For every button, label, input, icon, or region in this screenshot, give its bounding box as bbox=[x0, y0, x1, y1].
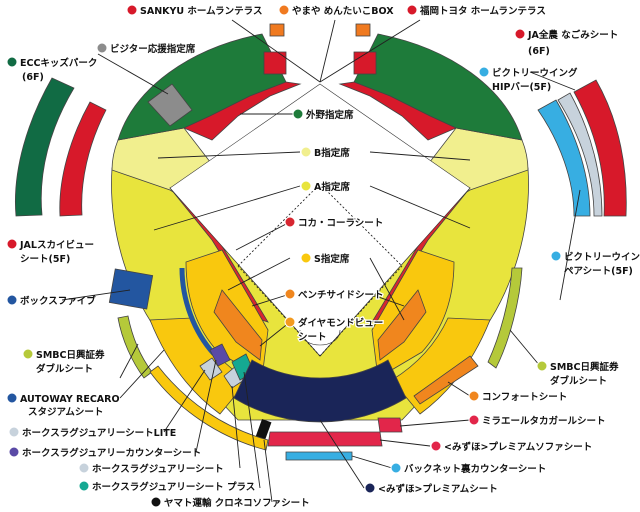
yamato-dot bbox=[150, 496, 162, 508]
s-seat-dot bbox=[300, 252, 312, 264]
ja-label-1: JA全農 なごみシート bbox=[527, 29, 618, 41]
ja-dot bbox=[514, 28, 526, 40]
jal-dot bbox=[6, 238, 18, 250]
victory-wing-pair-section[interactable] bbox=[557, 92, 603, 217]
luxury-counter-section[interactable] bbox=[209, 343, 231, 367]
a-seat-label: A指定席 bbox=[314, 181, 350, 193]
visitor-label: ビジター応援指定席 bbox=[110, 43, 196, 55]
smbc-right-dot bbox=[536, 360, 548, 372]
s-seat-label: S指定席 bbox=[314, 253, 350, 265]
smbc-left-dot bbox=[22, 348, 34, 360]
backnet-label: バックネット裏カウンターシート bbox=[404, 463, 546, 475]
comfort-label: コンフォートシート bbox=[482, 392, 567, 403]
smbc-double-right[interactable] bbox=[487, 267, 523, 369]
mizuho-premium-dot bbox=[364, 482, 376, 494]
smbc-right-label-1: SMBC日興証券 bbox=[550, 361, 619, 373]
visitor-dot bbox=[96, 42, 108, 54]
autoway-label-2: スタジアムシート bbox=[28, 406, 103, 418]
mizuho-premium-section[interactable] bbox=[233, 359, 407, 423]
backnet-dot bbox=[390, 462, 402, 474]
mizuho-premium-label: <みずほ>プレミアムシート bbox=[378, 483, 498, 495]
lower-right-s-band[interactable] bbox=[391, 317, 491, 415]
jal-skyview-section[interactable] bbox=[59, 101, 107, 217]
autoway-label-1: AUTOWAY RECARO bbox=[20, 394, 120, 405]
smbc-right-label-2: ダブルシート bbox=[550, 375, 607, 387]
yamato-label: ヤマト運輸 クロネコソファシート bbox=[164, 497, 310, 509]
visitor-section[interactable] bbox=[147, 83, 193, 127]
mizuho-sofa-label: <みずほ>プレミアムソファシート bbox=[444, 441, 592, 453]
yamaya-box-right[interactable] bbox=[355, 23, 371, 37]
victory-wing-hipbar-section[interactable] bbox=[537, 99, 591, 217]
outfield-inner-red-right[interactable] bbox=[338, 81, 457, 141]
luxury-plus-dot bbox=[78, 480, 90, 492]
victory-pair-label-1: ビクトリーウイング bbox=[564, 251, 640, 263]
luxury-counter-dot bbox=[8, 446, 20, 458]
sankyu-label: SANKYU ホームランテラス bbox=[140, 6, 262, 17]
ja-label-2: (6F) bbox=[528, 46, 550, 57]
smbc-left-label-2: ダブルシート bbox=[36, 363, 93, 375]
outfield-label: 外野指定席 bbox=[305, 109, 354, 121]
bench-label: ベンチサイドシート bbox=[298, 290, 384, 301]
victory-hip-label-2: HIPバー(5F) bbox=[492, 81, 551, 93]
smbc-left-label-1: SMBC日興証券 bbox=[36, 349, 105, 361]
ja-nagomi-section[interactable] bbox=[573, 79, 627, 217]
box5-dot bbox=[6, 294, 18, 306]
outfield-dot bbox=[292, 108, 304, 120]
fukuoka-toyota-label: 福岡トヨタ ホームランテラス bbox=[419, 5, 546, 17]
b-seat-label: B指定席 bbox=[314, 147, 350, 159]
mizuho-sofa-dot bbox=[430, 440, 442, 452]
sankyu-dot bbox=[126, 4, 138, 16]
outfield-inner-red-left[interactable] bbox=[183, 81, 302, 141]
yamaya-box-left[interactable] bbox=[269, 23, 285, 37]
lite-dot bbox=[8, 426, 20, 438]
luxury-plus-label: ホークスラグジュアリーシート プラス bbox=[92, 481, 255, 493]
comfort-seat-section[interactable] bbox=[413, 355, 479, 405]
homeplate-circle bbox=[299, 329, 341, 346]
mirail-dot bbox=[468, 414, 480, 426]
box-five-section[interactable] bbox=[108, 268, 154, 310]
autoway-recaro-strip[interactable] bbox=[179, 267, 216, 356]
leader-lines bbox=[61, 19, 581, 503]
b-seat-dot bbox=[300, 146, 312, 158]
victory-pair-label-2: ペアシート(5F) bbox=[564, 266, 633, 277]
ecc-label-2: (6F) bbox=[22, 72, 44, 83]
comfort-dot bbox=[468, 390, 480, 402]
sankyu-terrace-left[interactable] bbox=[263, 51, 287, 75]
diamond-label-1: ダイヤモンドビュー bbox=[298, 317, 383, 329]
victory-pair-dot bbox=[550, 250, 562, 262]
bench-side-left[interactable] bbox=[213, 289, 263, 361]
bench-side-right[interactable] bbox=[377, 289, 427, 361]
jal-label-1: JALスカイビュー bbox=[19, 239, 94, 251]
fukuoka-toyota-terrace-right[interactable] bbox=[353, 51, 377, 75]
outer-olive-band-left[interactable] bbox=[149, 365, 269, 451]
victory-hip-label-1: ビクトリーウイング bbox=[492, 67, 578, 79]
bench-dot bbox=[284, 288, 296, 300]
jal-label-2: シート(5F) bbox=[20, 254, 70, 265]
backnet-counter-section[interactable] bbox=[285, 451, 353, 461]
coca-label: コカ・コーラシート bbox=[298, 218, 383, 229]
luxury-lite-section[interactable] bbox=[199, 357, 223, 381]
luxury-dot bbox=[78, 462, 90, 474]
autoway-dot bbox=[6, 392, 18, 404]
victory-hip-dot bbox=[478, 66, 490, 78]
mizuho-premium-sofa-section[interactable] bbox=[267, 431, 383, 447]
coca-dot bbox=[284, 216, 296, 228]
ecc-dot bbox=[6, 56, 18, 68]
mirail-takagirl-section[interactable] bbox=[377, 417, 403, 433]
luxury-counter-label: ホークスラグジュアリーカウンターシート bbox=[22, 447, 201, 459]
diamond-dot bbox=[284, 316, 296, 328]
yamaya-label: やまや めんたいこBOX bbox=[292, 5, 394, 17]
diamond-label-2: シート bbox=[298, 332, 327, 343]
smbc-double-left[interactable] bbox=[117, 315, 153, 379]
lite-label: ホークスラグジュアリーシートLITE bbox=[22, 427, 176, 439]
mirail-label: ミラエールタカガールシート bbox=[482, 415, 606, 427]
ecc-kids-park-section[interactable] bbox=[15, 77, 75, 217]
yamaya-dot bbox=[278, 4, 290, 16]
luxury-label: ホークスラグジュアリーシート bbox=[92, 463, 224, 475]
a-seat-dot bbox=[300, 180, 312, 192]
box5-label: ボックスファイブ bbox=[20, 295, 96, 307]
fukuoka-toyota-dot bbox=[406, 4, 418, 16]
ecc-label-1: ECCキッズパーク bbox=[20, 57, 97, 69]
